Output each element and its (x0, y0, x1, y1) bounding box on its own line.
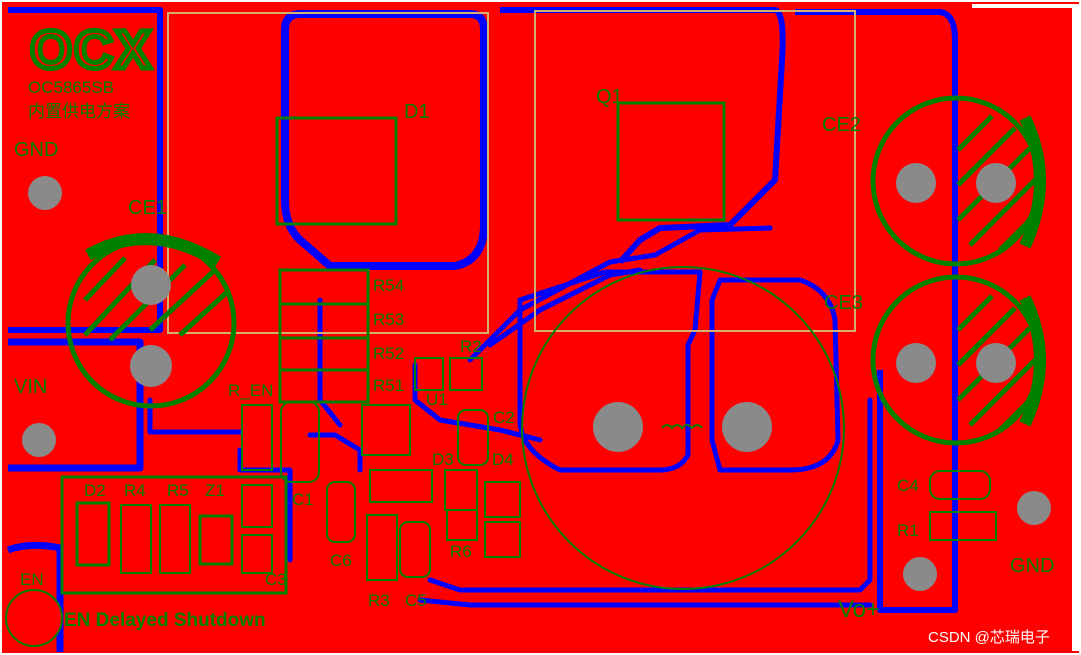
watermark: CSDN @芯瑞电子 (928, 629, 1050, 646)
c6-label: C6 (330, 551, 352, 570)
inductor-drill-1 (593, 402, 643, 452)
r2-label: R2 (460, 337, 482, 356)
inductor-symbol (661, 424, 703, 430)
d1-body (275, 116, 398, 226)
z1-label: Z1 (205, 481, 225, 500)
r1-label: R1 (897, 521, 919, 540)
gnd-right-label: GND (1010, 555, 1054, 577)
d2-label: D2 (84, 481, 106, 500)
r51-label: R51 (373, 376, 404, 395)
vo-drill (903, 557, 937, 591)
ce1-drill-pos (131, 265, 171, 305)
footer-note: EN Delayed Shutdown (64, 610, 266, 631)
c1-label: C1 (292, 490, 314, 509)
logo: OCX (28, 18, 154, 83)
r-en-label: R_EN (228, 381, 273, 400)
c2-label: C2 (493, 408, 515, 427)
r52-label: R52 (373, 344, 404, 363)
en-pad (5, 589, 63, 647)
vin-label: VIN (14, 376, 47, 398)
gnd-left-drill (28, 176, 62, 210)
vo-plus-label: Vo+ (838, 596, 880, 623)
ce2-label: CE2 (822, 114, 861, 136)
d1-label: D1 (404, 101, 430, 123)
drill-holes (22, 163, 1051, 591)
d1-footprint-outline (167, 12, 489, 334)
r3-label: R3 (368, 591, 390, 610)
silkscreen-labels: OC5865SB 内置供电方案 GND VIN EN EN Delayed Sh… (14, 78, 1054, 631)
q1-body (616, 101, 726, 222)
ce3-drill-1 (896, 343, 936, 383)
r54-label: R54 (373, 276, 404, 295)
inductor-outline (521, 266, 845, 590)
part-number: OC5865SB (28, 78, 114, 97)
q1-footprint-outline (534, 10, 856, 332)
ce2-drill-2 (976, 163, 1016, 203)
component-outlines (167, 10, 856, 334)
r53-label: R53 (373, 310, 404, 329)
en-label: EN (20, 570, 44, 589)
r4-label: R4 (124, 481, 146, 500)
c3-label: C3 (265, 570, 287, 589)
gnd-left-label: GND (14, 139, 58, 161)
q1-label: Q1 (596, 86, 623, 108)
c4-label: C4 (897, 476, 919, 495)
ce2-drill-1 (896, 163, 936, 203)
r5-label: R5 (167, 481, 189, 500)
ce1-drill-neg (130, 345, 172, 387)
ce1-label: CE1 (128, 197, 167, 219)
board-subtitle: 内置供电方案 (28, 102, 130, 121)
ce3-label: CE3 (824, 292, 863, 314)
c5-label: C5 (405, 591, 427, 610)
u1-label: U1 (426, 390, 448, 409)
d3-label: D3 (432, 450, 454, 469)
r6-label: R6 (450, 542, 472, 561)
vin-drill (22, 423, 56, 457)
gnd-right-drill (1017, 491, 1051, 525)
d4-label: D4 (492, 450, 514, 469)
logo-text: OCX (30, 20, 153, 80)
inductor-drill-2 (722, 402, 772, 452)
ce3-drill-2 (976, 343, 1016, 383)
